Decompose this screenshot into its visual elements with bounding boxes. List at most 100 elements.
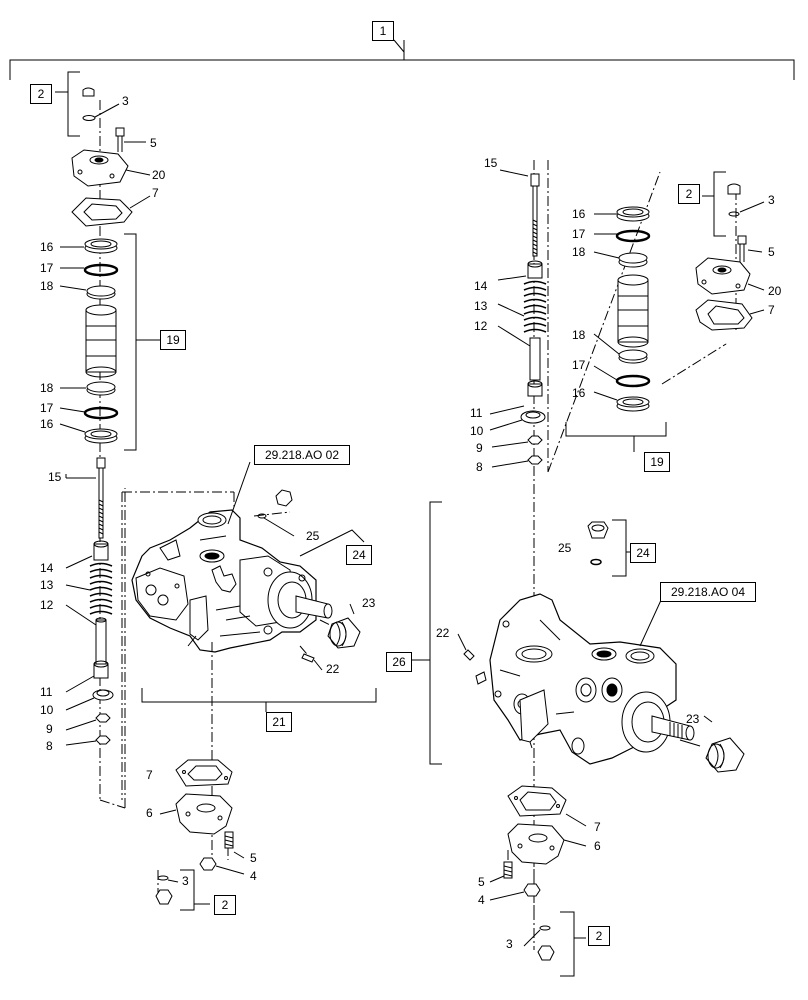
label-4-center: 4 bbox=[250, 869, 257, 883]
bracket-2-top-right bbox=[702, 171, 726, 237]
label-4-bottom-right: 4 bbox=[478, 893, 485, 907]
right-cover-20 bbox=[695, 257, 765, 295]
right-nut-4-bottom bbox=[489, 883, 541, 901]
right-pin-22 bbox=[457, 633, 475, 661]
left-piston-11 bbox=[65, 660, 109, 693]
label-5-center: 5 bbox=[250, 851, 257, 865]
left-spool-cylinder bbox=[85, 304, 117, 378]
label-9-left: 9 bbox=[46, 722, 53, 736]
label-15-right: 15 bbox=[484, 156, 498, 170]
right-plug-25 bbox=[587, 519, 630, 577]
label-16-right-bottom: 16 bbox=[572, 386, 586, 400]
label-3-bottom-right: 3 bbox=[506, 937, 513, 951]
label-22-right: 22 bbox=[436, 626, 450, 640]
bracket-24-center bbox=[299, 529, 365, 557]
left-spring-13 bbox=[65, 562, 113, 615]
center-nut-4 bbox=[199, 857, 245, 875]
left-ring-stack-bottom bbox=[59, 381, 119, 444]
right-cover-6-bottom bbox=[507, 823, 587, 865]
label-25-right: 25 bbox=[558, 541, 572, 555]
label-17-left-bottom: 17 bbox=[40, 401, 54, 415]
left-ref-leader bbox=[227, 461, 251, 525]
label-16-right-top: 16 bbox=[572, 207, 586, 221]
label-14-right: 14 bbox=[474, 279, 488, 293]
label-18-right-bottom: 18 bbox=[572, 328, 586, 342]
callout-box-21: 21 bbox=[266, 712, 292, 732]
label-8-left: 8 bbox=[46, 739, 53, 753]
right-plug-8 bbox=[491, 455, 543, 468]
right-pump-26 bbox=[475, 593, 695, 765]
label-16-left-top: 16 bbox=[40, 240, 54, 254]
bracket-19-right bbox=[565, 422, 667, 452]
callout-box-ref-left: 29.218.AO 02 bbox=[254, 445, 350, 465]
right-bearing-23 bbox=[679, 715, 745, 773]
left-ring-stack-top bbox=[59, 238, 119, 300]
label-7-top-right: 7 bbox=[768, 303, 775, 317]
label-10-left: 10 bbox=[40, 703, 54, 717]
center-plug-3 bbox=[155, 869, 210, 911]
label-22-center: 22 bbox=[326, 662, 340, 676]
left-top-plug bbox=[82, 87, 120, 121]
label-14-left: 14 bbox=[40, 561, 54, 575]
label-13-right: 13 bbox=[474, 299, 488, 313]
center-bolt-5 bbox=[224, 831, 245, 859]
label-5-top-right: 5 bbox=[768, 245, 775, 259]
right-spring-13 bbox=[497, 280, 547, 333]
left-seat-10 bbox=[65, 689, 114, 711]
callout-1-leader bbox=[393, 39, 405, 53]
label-5-bottom-right: 5 bbox=[478, 875, 485, 889]
label-17-right-bottom: 17 bbox=[572, 358, 586, 372]
bracket-2-top-left bbox=[55, 71, 80, 137]
callout-box-2-bottom-right: 2 bbox=[588, 926, 610, 946]
label-3-center: 3 bbox=[182, 874, 189, 888]
label-8-right: 8 bbox=[476, 460, 483, 474]
label-18-left-bottom: 18 bbox=[40, 381, 54, 395]
right-spool-group bbox=[593, 206, 651, 412]
callout-box-1: 1 bbox=[372, 21, 394, 41]
right-bolt-15 bbox=[499, 169, 540, 257]
right-seat-10 bbox=[489, 410, 546, 431]
bracket-19-left bbox=[124, 233, 160, 451]
label-3-top-left: 3 bbox=[122, 94, 129, 108]
center-cover-6 bbox=[159, 793, 233, 835]
right-ball-9 bbox=[491, 435, 543, 448]
right-bolt-5-bottom bbox=[489, 861, 513, 883]
bracket-26 bbox=[412, 501, 442, 765]
label-13-left: 13 bbox=[40, 578, 54, 592]
label-12-right: 12 bbox=[474, 319, 488, 333]
callout-box-19-left: 19 bbox=[160, 330, 186, 350]
label-7-top-left: 7 bbox=[152, 186, 159, 200]
label-10-right: 10 bbox=[470, 424, 484, 438]
label-17-right-top: 17 bbox=[572, 227, 586, 241]
callout-box-ref-right: 29.218.AO 04 bbox=[660, 582, 756, 602]
center-bearing-23 bbox=[327, 603, 361, 649]
callout-box-24-center: 24 bbox=[346, 545, 372, 565]
right-piston-11 bbox=[489, 380, 543, 415]
label-12-left: 12 bbox=[40, 598, 54, 612]
left-plug-8 bbox=[65, 735, 111, 746]
right-gasket-7 bbox=[695, 299, 765, 331]
label-20-right: 20 bbox=[768, 284, 782, 298]
callout-box-26: 26 bbox=[386, 652, 412, 672]
center-gasket-7 bbox=[175, 759, 233, 787]
assembly-bracket-top bbox=[9, 40, 795, 80]
center-pump-21 bbox=[131, 509, 333, 653]
label-16-left-bottom: 16 bbox=[40, 417, 54, 431]
right-bolt-5-top bbox=[737, 235, 763, 262]
center-pin-22 bbox=[301, 653, 323, 671]
label-11-right: 11 bbox=[470, 406, 483, 420]
label-17-left-top: 17 bbox=[40, 261, 54, 275]
label-6-center: 6 bbox=[146, 806, 153, 820]
right-top-plug bbox=[727, 183, 765, 217]
left-ball-9 bbox=[65, 713, 111, 731]
label-25-center: 25 bbox=[306, 529, 320, 543]
label-3-top-right: 3 bbox=[768, 193, 775, 207]
callout-box-2-center: 2 bbox=[214, 895, 236, 915]
right-retainer-14 bbox=[497, 260, 543, 281]
callout-box-19-right: 19 bbox=[644, 452, 670, 472]
label-15-left: 15 bbox=[48, 470, 62, 484]
label-7-center: 7 bbox=[146, 768, 153, 782]
label-7-bottom-right: 7 bbox=[594, 820, 601, 834]
